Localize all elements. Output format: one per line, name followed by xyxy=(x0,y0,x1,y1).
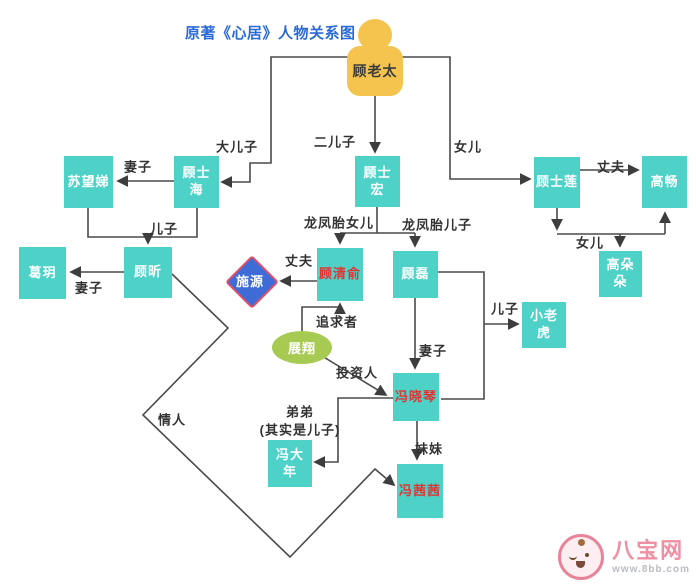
edge-label-husband-shiyuan: 丈夫 xyxy=(284,253,314,269)
edge-brother-line xyxy=(313,397,393,468)
node-gushilian: 顾士莲 xyxy=(534,157,580,208)
node-gushihai-label: 顾士海 xyxy=(182,165,211,197)
edge-label-daughter-gaoduoduo: 女儿 xyxy=(575,235,605,251)
edge-son-guxin-left xyxy=(87,208,148,238)
node-guqingyu-label: 顾清俞 xyxy=(319,266,362,282)
node-fengxiaoqin-label: 冯晓琴 xyxy=(395,388,438,404)
node-gulei-label: 顾磊 xyxy=(401,266,430,282)
edge-label-investor: 投资人 xyxy=(335,365,379,381)
site-watermark: 八宝网 www.8bb.com xyxy=(558,534,690,580)
edge-label-wife-suwangdi: 妻子 xyxy=(123,159,153,175)
edge-label-brother-line2: (其实是儿子) xyxy=(259,422,341,437)
edge-label-eldest-son: 大儿子 xyxy=(215,139,259,155)
person-icon xyxy=(358,19,392,51)
node-fengqianqian: 冯茜茜 xyxy=(397,464,443,518)
node-zhanxiang: 展翔 xyxy=(272,331,332,364)
node-gushihong: 顾士宏 xyxy=(355,156,400,207)
node-fengxiaoqin: 冯晓琴 xyxy=(393,373,439,421)
diagram-title: 原著《心居》人物关系图 xyxy=(185,25,356,42)
node-gaoduoduo: 高朵朵 xyxy=(599,251,642,297)
edge-label-wife-geyue: 妻子 xyxy=(74,280,104,296)
edge-label-son-xiaolaohu: 儿子 xyxy=(490,301,520,317)
edge-gulei-junction xyxy=(438,271,485,400)
edge-label-brother: 弟弟 (其实是儿子) xyxy=(260,403,341,438)
watermark-site-name: 八宝网 xyxy=(612,537,685,563)
node-xiaolaohu: 小老虎 xyxy=(522,302,566,348)
edge-suitor-line xyxy=(301,302,346,332)
node-geyue-label: 葛玥 xyxy=(28,264,57,280)
node-guqingyu: 顾清俞 xyxy=(317,248,363,301)
node-guxin: 顾昕 xyxy=(124,247,172,298)
node-shiyuan: 施源 xyxy=(224,254,279,309)
edge-label-daughter-top: 女儿 xyxy=(453,139,483,155)
edge-daughter-top-line xyxy=(401,56,532,185)
node-shiyuan-label: 施源 xyxy=(235,273,264,289)
node-geyue: 葛玥 xyxy=(19,247,66,299)
node-fengdanian-label: 冯大年 xyxy=(275,446,304,479)
baby-mouth xyxy=(576,561,586,568)
node-gulaotai-label: 顾老太 xyxy=(352,63,398,79)
edge-label-sister: 妹妹 xyxy=(414,441,444,457)
node-gulaotai: 顾老太 xyxy=(347,46,403,96)
edge-label-husband-gaochang: 丈夫 xyxy=(596,159,626,175)
node-gaochang: 高畅 xyxy=(642,156,687,208)
edge-label-brother-line1: 弟弟 xyxy=(285,404,315,420)
node-gaochang-label: 高畅 xyxy=(650,173,679,189)
node-gushihong-label: 顾士宏 xyxy=(363,164,392,197)
node-fengdanian: 冯大年 xyxy=(268,440,312,487)
edge-label-suitor: 追求者 xyxy=(315,314,359,330)
node-gaoduoduo-label: 高朵朵 xyxy=(606,257,635,289)
baby-logo-icon xyxy=(558,534,605,580)
edge-son-guxin-right xyxy=(148,208,198,238)
node-fengqianqian-label: 冯茜茜 xyxy=(399,482,442,498)
baby-hair xyxy=(578,539,586,546)
node-gushihai: 顾士海 xyxy=(174,156,219,208)
node-xiaolaohu-label: 小老虎 xyxy=(529,308,558,340)
node-suwangdi-label: 苏望娣 xyxy=(67,173,110,189)
watermark-site-url: www.8bb.com xyxy=(612,563,690,575)
edge-label-wife-fengxiaoqin: 妻子 xyxy=(418,343,448,359)
node-guxin-label: 顾昕 xyxy=(133,264,162,280)
edge-label-lover: 情人 xyxy=(157,412,187,428)
edge-label-twin-daughter: 龙凤胎女儿 xyxy=(303,215,375,231)
edge-eldest-son-line xyxy=(220,56,352,188)
node-suwangdi: 苏望娣 xyxy=(64,156,113,208)
edge-label-second-son: 二儿子 xyxy=(313,134,357,150)
baby-eye-right xyxy=(585,553,590,557)
edge-investor-line xyxy=(321,355,388,396)
edge-label-son-guxin: 儿子 xyxy=(149,221,179,237)
baby-eye-left xyxy=(569,553,578,560)
edge-lover-line xyxy=(141,273,396,559)
node-gulei: 顾磊 xyxy=(393,251,438,298)
node-gushilian-label: 顾士莲 xyxy=(536,174,579,190)
node-zhanxiang-label: 展翔 xyxy=(287,341,316,356)
edge-label-twin-son: 龙凤胎儿子 xyxy=(401,217,473,233)
